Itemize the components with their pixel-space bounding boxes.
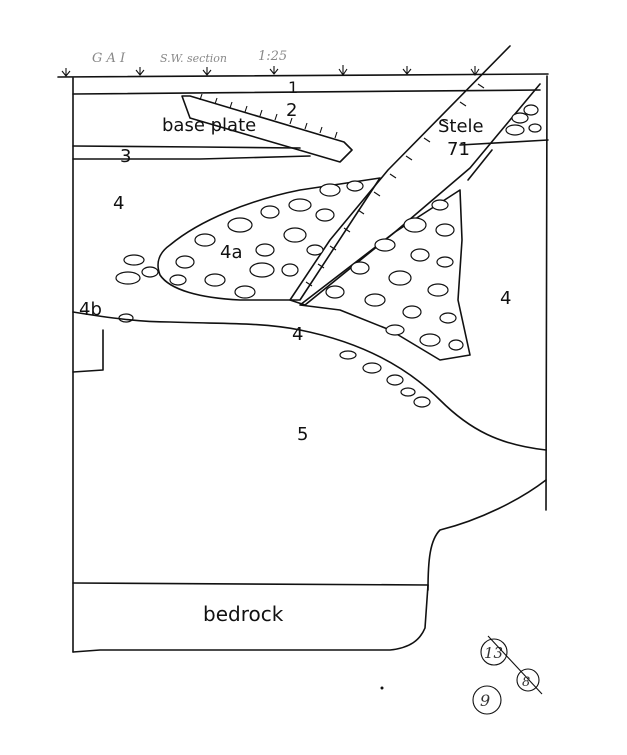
base-plate-label: base plate bbox=[162, 115, 256, 136]
grass-ticks bbox=[61, 65, 480, 77]
base-plate-shape bbox=[181, 95, 353, 163]
upper-right-boundary bbox=[459, 139, 549, 146]
layer-4-5-boundary bbox=[72, 311, 547, 451]
note-13: 13 bbox=[484, 644, 503, 662]
bedrock-label: bedrock bbox=[203, 602, 284, 626]
note-circle-c bbox=[516, 668, 540, 692]
bedrock-top bbox=[72, 582, 429, 586]
section-name: S.W. section bbox=[160, 52, 227, 65]
note-9: 9 bbox=[480, 691, 490, 710]
stele-label: Stele bbox=[438, 116, 484, 137]
layer-3-bottom bbox=[72, 155, 311, 160]
layer-4-left-label: 4 bbox=[113, 193, 124, 214]
stele-hatching bbox=[305, 83, 485, 287]
layer-5-label: 5 bbox=[297, 424, 308, 445]
layer-1-boundary bbox=[72, 89, 541, 95]
layer-4-mid-label: 4 bbox=[292, 324, 303, 345]
layer-4b-notch bbox=[72, 329, 104, 373]
stele-number-label: 71 bbox=[447, 139, 470, 160]
packing-4a-left bbox=[157, 177, 381, 301]
packing-stones bbox=[115, 180, 464, 351]
ink-dot bbox=[380, 686, 384, 690]
packing-4a-right bbox=[299, 189, 471, 361]
stele-outline bbox=[289, 45, 541, 306]
note-circle-a bbox=[480, 638, 508, 666]
layer-1-label: 1 bbox=[288, 78, 298, 97]
stele-cut-line bbox=[467, 149, 493, 181]
layer-3-label: 3 bbox=[120, 146, 131, 167]
layer-2-label: 2 bbox=[286, 100, 297, 121]
note-strike-line bbox=[487, 635, 543, 695]
boundary-stones bbox=[339, 350, 431, 408]
layer-5-lower-boundary bbox=[427, 479, 547, 591]
layer-4a-label: 4a bbox=[220, 242, 242, 263]
bedrock-bottom bbox=[72, 584, 429, 653]
layer-4-right-label: 4 bbox=[500, 288, 511, 309]
note-8: 8 bbox=[522, 675, 530, 690]
right-wall bbox=[545, 75, 548, 511]
scale-label: 1:25 bbox=[258, 49, 287, 64]
base-plate-hatching bbox=[199, 93, 338, 139]
layer-3-top bbox=[72, 145, 301, 149]
layer-4b-label: 4b bbox=[79, 299, 102, 320]
upper-right-stones bbox=[505, 104, 542, 136]
ground-surface-line bbox=[57, 73, 549, 78]
note-circle-b bbox=[472, 685, 502, 715]
site-code: G A I bbox=[92, 51, 126, 66]
